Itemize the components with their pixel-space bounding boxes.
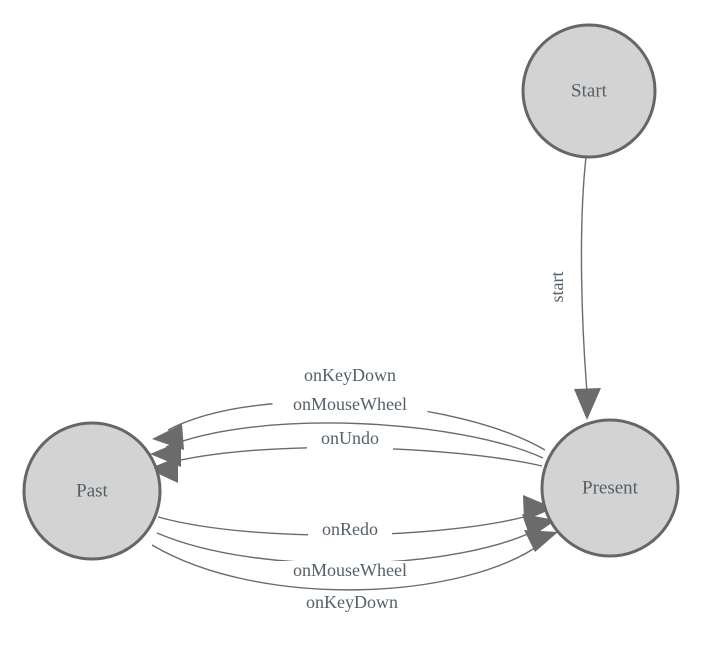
edge-path <box>580 156 588 393</box>
edge-label-past-to-present-3: onKeyDown <box>288 592 416 615</box>
edge-label-start-to-present: start <box>547 272 567 303</box>
edge-label-present-to-past-2: onMouseWheel <box>272 394 428 417</box>
node-present[interactable]: Present <box>540 418 680 558</box>
edge-path <box>165 422 544 459</box>
node-past[interactable]: Past <box>22 421 162 561</box>
edge-label-backdrop <box>307 429 393 451</box>
edge-labels-layer: start onKeyDown onMouseWheel onUndo onRedo on… <box>272 272 567 615</box>
edge-path <box>151 542 543 591</box>
node-start[interactable]: Start <box>521 23 657 159</box>
edges-layer <box>148 156 601 591</box>
edge-arrowhead-icon <box>574 388 601 420</box>
node-circle[interactable] <box>521 23 657 159</box>
edge-arrowhead-icon <box>524 530 558 552</box>
edge-label-text: start <box>547 272 567 303</box>
edge-label-past-to-present-1: onRedo <box>308 519 392 542</box>
edge-arrowhead-icon <box>523 495 554 521</box>
node-circle[interactable] <box>540 418 680 558</box>
edge-past-to-present-3 <box>151 530 558 591</box>
edge-start-to-present <box>574 156 601 420</box>
edge-label-backdrop <box>272 395 428 417</box>
edge-label-backdrop <box>288 593 416 615</box>
edge-label-present-to-past-1: onKeyDown <box>286 365 414 388</box>
edge-label-present-to-past-3: onUndo <box>307 428 393 451</box>
edge-label-backdrop <box>272 561 428 583</box>
node-circle[interactable] <box>22 421 162 561</box>
edge-label-backdrop <box>308 520 392 542</box>
edge-arrowhead-icon <box>148 457 178 483</box>
edge-label-past-to-present-2: onMouseWheel <box>272 560 428 583</box>
edge-present-to-past-3 <box>148 446 543 483</box>
edge-label-backdrop <box>286 366 414 388</box>
